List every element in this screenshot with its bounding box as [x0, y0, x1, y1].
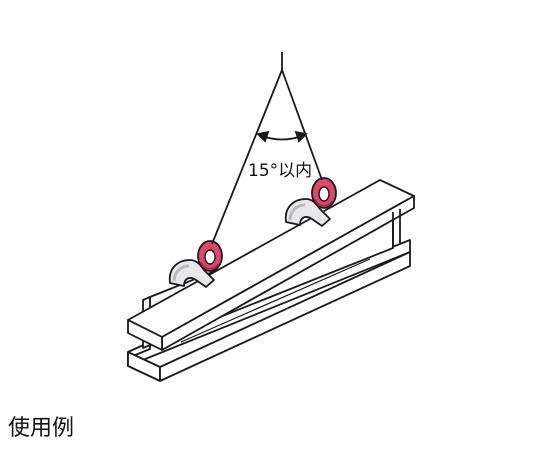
bottom-flange-side	[159, 251, 411, 382]
arrowhead-left	[256, 130, 270, 143]
sling-left	[211, 69, 283, 245]
h-beam	[127, 179, 415, 382]
clamp-right	[284, 177, 337, 227]
clamp-left	[168, 240, 223, 288]
top-flange-end	[127, 319, 163, 351]
angle-arrow	[256, 130, 308, 143]
arrowhead-right	[294, 130, 308, 143]
sling-right	[281, 69, 323, 181]
slings	[211, 52, 323, 245]
angle-label: 15°以内	[248, 161, 312, 181]
caption: 使用例	[8, 416, 75, 441]
